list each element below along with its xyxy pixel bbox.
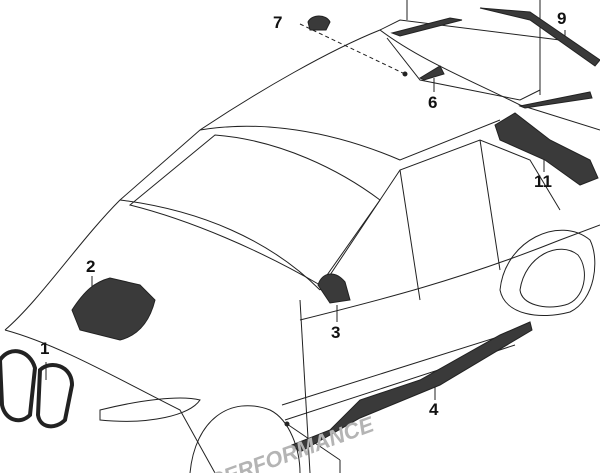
side-window-line: [319, 139, 561, 291]
callout-4: 4: [429, 400, 439, 419]
rear-wheel: [499, 229, 596, 317]
antenna-cap-part: [307, 15, 331, 31]
roof-spoiler-trim-part: [479, 7, 600, 67]
roof-edge: [386, 37, 541, 101]
roof-line: [379, 29, 600, 131]
roof-trim-right: [518, 91, 593, 109]
rear-wheel-rim: [519, 248, 585, 308]
car-body-outline: [4, 19, 600, 331]
kidney-grille-left: [0, 349, 38, 423]
roof-fin-part: [418, 65, 445, 81]
callout-6: 6: [428, 93, 438, 112]
front-bumper-line: [4, 329, 216, 473]
window-line: [199, 119, 501, 161]
side-skirt-part: [291, 321, 533, 453]
callout-1: 1: [40, 339, 50, 358]
callout-3: 3: [331, 323, 341, 342]
engine-cover-part: [71, 277, 156, 341]
sill-line: [299, 224, 600, 321]
mirror-cap-part: [317, 273, 351, 304]
hood-line: [119, 199, 321, 291]
headlight: [99, 397, 201, 422]
callout-2: 2: [86, 257, 96, 276]
callout-7: 7: [273, 13, 283, 32]
kidney-grille-right: [35, 363, 75, 429]
door-lines: [399, 139, 501, 301]
callout-11: 11: [534, 172, 552, 191]
windshield: [128, 134, 381, 286]
callout-9: 9: [557, 9, 567, 28]
roof-trim-left: [390, 17, 463, 37]
rear-spoiler-part: [494, 112, 599, 186]
